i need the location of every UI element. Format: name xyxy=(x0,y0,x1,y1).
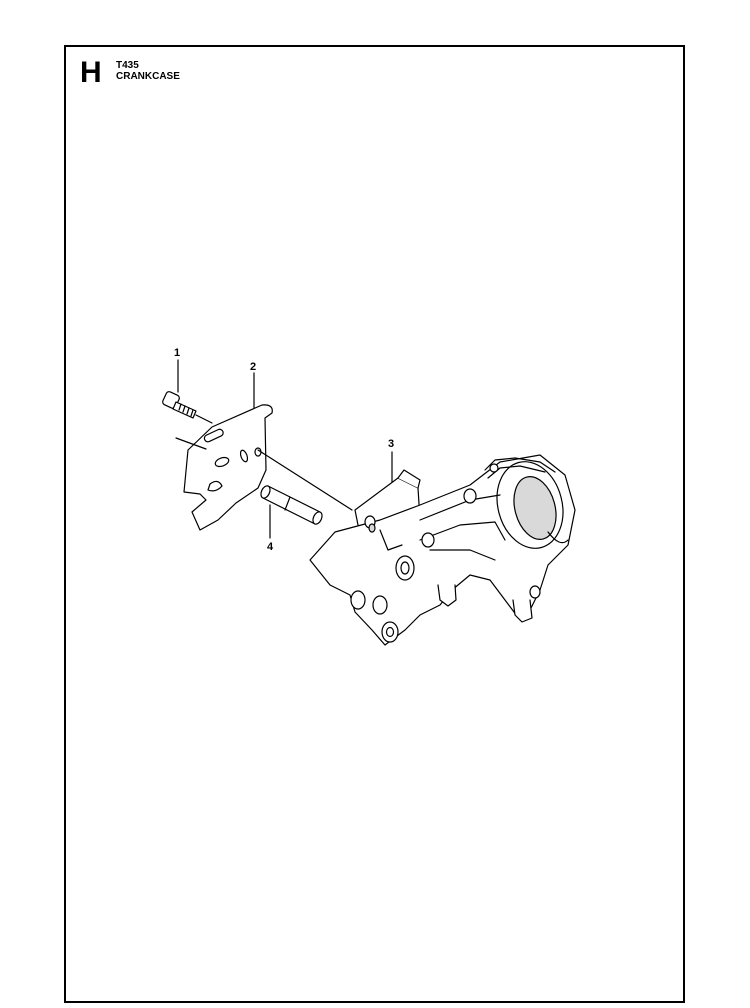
section-letter: H xyxy=(80,56,102,89)
callout-2: 2 xyxy=(250,361,256,373)
part-2-plate xyxy=(175,404,273,531)
callout-4: 4 xyxy=(267,541,274,553)
callout-1: 1 xyxy=(174,347,180,359)
model-number: T435 xyxy=(116,60,139,71)
part-1-screw xyxy=(162,391,213,424)
part-4-pin xyxy=(257,449,353,525)
section-title: CRANKCASE xyxy=(116,71,180,82)
part-3-crankcase xyxy=(309,451,576,646)
page-frame xyxy=(64,45,685,1003)
callout-3: 3 xyxy=(388,438,394,450)
